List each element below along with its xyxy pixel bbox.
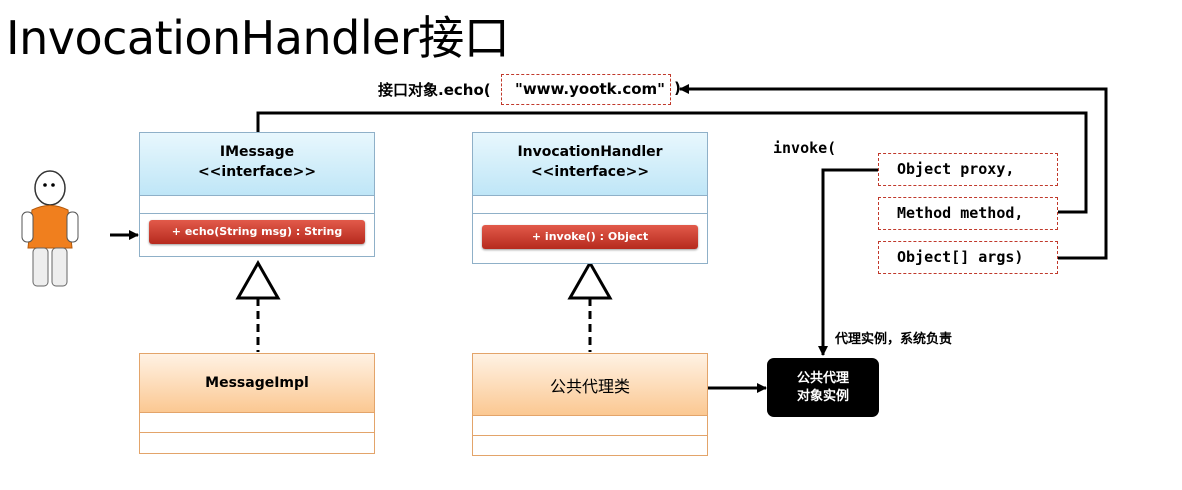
param-method: Method method,: [878, 197, 1058, 230]
echo-operation: + echo(String msg) : String: [149, 220, 365, 244]
imessage-name: IMessage: [219, 144, 295, 160]
proxy-instance-line1: 公共代理: [796, 370, 849, 386]
page-title: InvocationHandler接口: [6, 11, 510, 65]
messageimpl-name: MessageImpl: [140, 354, 374, 413]
proxy-instance-line2: 对象实例: [796, 388, 849, 404]
imessage-interface-box: IMessage <<interface>> + echo(String msg…: [139, 132, 375, 257]
user-figure-icon: [21, 170, 79, 287]
invocationhandler-interface-box: InvocationHandler <<interface>> + invoke…: [472, 132, 708, 264]
param-proxy: Object proxy,: [878, 153, 1058, 186]
imessage-stereotype: <<interface>>: [197, 164, 317, 180]
proxy-class-name: 公共代理类: [473, 354, 707, 416]
echo-call-prefix: 接口对象.echo(: [378, 81, 491, 99]
messageimpl-class-box: MessageImpl: [139, 353, 375, 454]
handler-stereotype: <<interface>>: [530, 164, 650, 180]
param-args: Object[] args): [878, 241, 1058, 274]
proxy-instance-box: 公共代理 对象实例: [767, 358, 879, 417]
proxy-note: 代理实例，系统负责: [835, 332, 953, 347]
invoke-operation: + invoke() : Object: [482, 225, 698, 249]
handler-realization-arrow: [567, 259, 613, 300]
proxy-flow-line: [818, 168, 878, 356]
echo-argument: "www.yootk.com": [501, 74, 671, 105]
args-flow-line: [679, 84, 1108, 260]
proxy-class-box: 公共代理类: [472, 353, 708, 456]
echo-call-suffix: ): [674, 79, 681, 97]
handler-name: InvocationHandler: [517, 144, 663, 160]
imessage-realization-arrow: [235, 259, 281, 300]
invoke-label: invoke(: [773, 139, 837, 157]
